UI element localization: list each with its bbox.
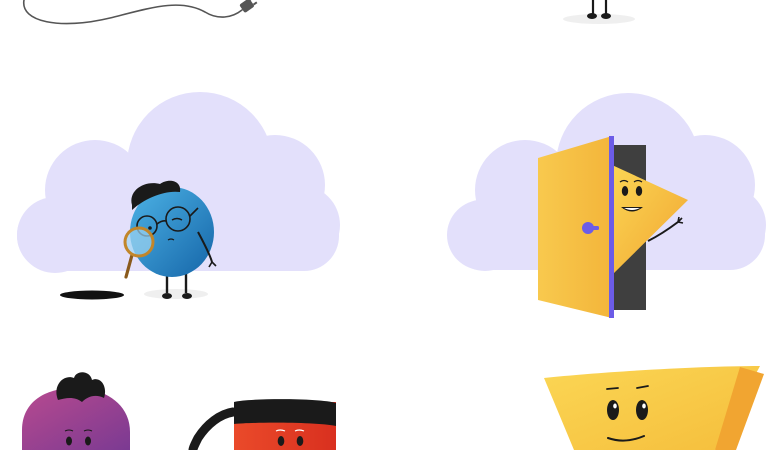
magnifying-glass-icon [123,226,155,279]
right-foot [601,13,611,19]
character-body [544,366,760,450]
waving-arm [647,221,679,242]
door-character-illustration [447,93,766,318]
cloud-background [17,92,340,273]
door-icon [538,136,614,318]
character-side [715,367,764,450]
right-arm [197,231,213,263]
ground-shadow [563,14,635,24]
character-arm [188,407,238,450]
character-hair [131,180,181,210]
blue-character [123,180,217,299]
character-band [234,399,336,426]
character-body [22,388,130,450]
door-knob [582,222,594,234]
character-body [130,187,214,277]
hole-in-ground [60,290,124,300]
character-hair [56,372,106,402]
magenta-character-illustration [22,372,130,450]
yellow-triangle-character [612,165,688,275]
character-feet-illustration [563,0,635,24]
unplugged-cable-illustration [23,0,258,25]
cable-wire [23,0,243,25]
yellow-character-illustration [544,366,764,450]
left-foot [587,13,597,19]
red-character-illustration [188,399,336,450]
search-character-illustration [17,92,340,300]
ground-shadow [144,289,208,299]
plug-icon [239,0,258,13]
